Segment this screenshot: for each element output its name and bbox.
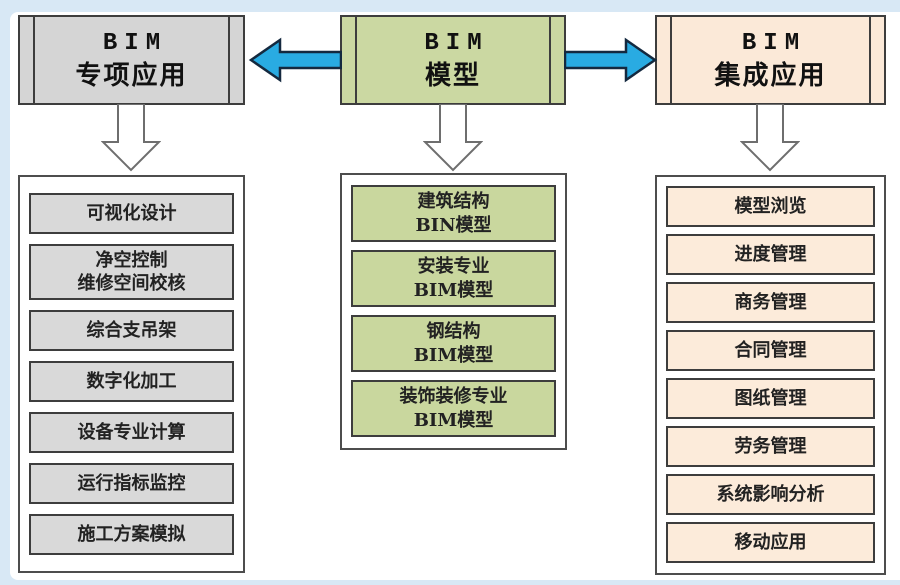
list-item: 设备专业计算: [29, 412, 234, 453]
list-item: 净空控制 维修空间校核: [29, 244, 234, 300]
list-item: 进度管理: [666, 234, 875, 275]
down-arrow-icon: [101, 104, 161, 172]
header-bim-model: BIM 模型: [340, 15, 566, 105]
down-arrow-icon: [423, 104, 483, 172]
list-item: 可视化设计: [29, 193, 234, 234]
predefined-process-line: [549, 17, 551, 103]
list-item: 装饰装修专业 BIM模型: [351, 380, 556, 437]
header-title-zh: 专项应用: [75, 59, 188, 90]
list-item: 系统影响分析: [666, 474, 875, 515]
predefined-process-line: [355, 17, 357, 103]
list-item: 模型浏览: [666, 186, 875, 227]
list-item: 建筑结构 BIN模型: [351, 185, 556, 242]
header-title-zh: 集成应用: [714, 59, 827, 90]
flow-arrow-left-icon: [248, 37, 342, 83]
predefined-process-line: [670, 17, 672, 103]
list-item: 移动应用: [666, 522, 875, 563]
flow-arrow-right-icon: [564, 37, 658, 83]
list-item: 施工方案模拟: [29, 514, 234, 555]
header-bim-integrated-applications: BIM 集成应用: [655, 15, 886, 105]
list-item: 合同管理: [666, 330, 875, 371]
header-title-en: BIM: [102, 29, 168, 57]
list-item: 运行指标监控: [29, 463, 234, 504]
list-item: 图纸管理: [666, 378, 875, 419]
list-item: 数字化加工: [29, 361, 234, 402]
list-item: 商务管理: [666, 282, 875, 323]
special-applications-list: 可视化设计 净空控制 维修空间校核 综合支吊架 数字化加工 设备专业计算 运行指…: [18, 175, 245, 573]
header-title-en: BIM: [741, 29, 807, 57]
bim-model-list: 建筑结构 BIN模型 安装专业 BIM模型 钢结构 BIM模型 装饰装修专业 B…: [340, 173, 567, 450]
predefined-process-line: [33, 17, 35, 103]
header-title-zh: 模型: [424, 59, 481, 90]
list-item: 综合支吊架: [29, 310, 234, 351]
integrated-applications-list: 模型浏览 进度管理 商务管理 合同管理 图纸管理 劳务管理 系统影响分析 移动应…: [655, 175, 886, 575]
predefined-process-line: [228, 17, 230, 103]
predefined-process-line: [869, 17, 871, 103]
down-arrow-icon: [740, 104, 800, 172]
header-bim-special-applications: BIM 专项应用: [18, 15, 245, 105]
list-item: 劳务管理: [666, 426, 875, 467]
list-item: 安装专业 BIM模型: [351, 250, 556, 307]
list-item: 钢结构 BIM模型: [351, 315, 556, 372]
header-title-en: BIM: [424, 29, 489, 57]
